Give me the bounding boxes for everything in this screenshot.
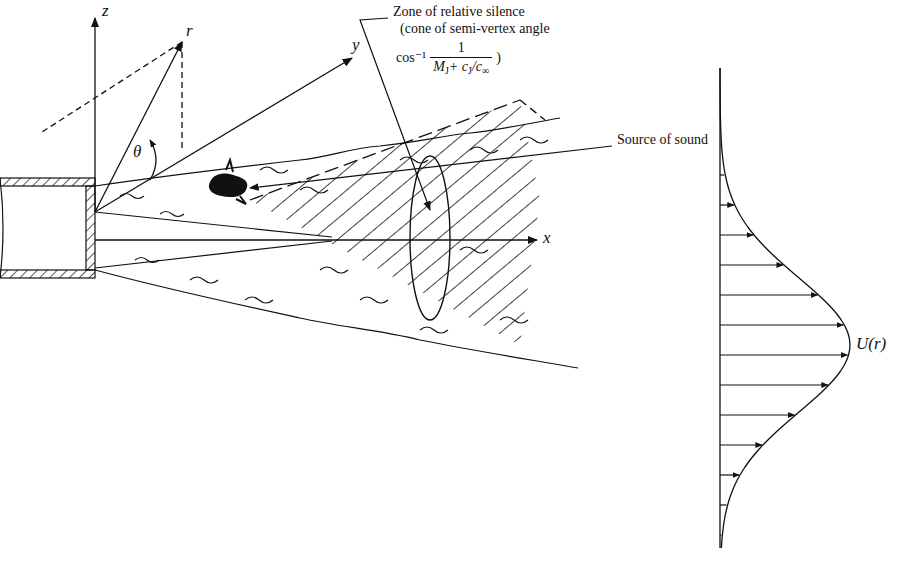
angle-label: θ xyxy=(133,143,141,162)
formula-text: cos⁻¹ xyxy=(396,49,426,66)
velocity-arrow xyxy=(720,234,753,235)
formula-text: ) xyxy=(496,50,501,66)
formula-term: + c xyxy=(449,59,468,75)
control-surface xyxy=(410,156,450,320)
jet-plume xyxy=(95,118,578,368)
leader-lines xyxy=(250,18,612,210)
profile-curve xyxy=(720,68,850,548)
callout-label: Zone of relative silence xyxy=(393,4,525,19)
formula-term: J xyxy=(468,65,472,76)
formula-term: /c xyxy=(472,59,482,75)
velocity-arrow xyxy=(720,534,721,535)
velocity-profile xyxy=(719,68,850,548)
velocity-arrow xyxy=(720,264,783,265)
callout-note: (cone of semi-vertex angle xyxy=(400,21,550,36)
axis-label: z xyxy=(102,2,109,21)
formula-term: M xyxy=(433,59,445,75)
velocity-arrow xyxy=(720,354,848,355)
callout-label: Source of sound xyxy=(617,132,708,147)
velocity-arrow xyxy=(720,444,762,445)
velocity-arrow xyxy=(720,474,739,475)
velocity-arrow xyxy=(720,174,724,175)
formula: cos⁻¹1MJ+ cJ/c∞) xyxy=(396,40,501,75)
axis-label: r xyxy=(186,22,193,41)
nozzle xyxy=(0,178,95,278)
axis-label: x xyxy=(543,229,551,248)
axes xyxy=(42,18,537,240)
silence-zone xyxy=(250,100,545,345)
formula-denominator: MJ+ cJ/c∞ xyxy=(430,57,492,75)
velocity-arrow xyxy=(720,384,828,385)
velocity-arrow xyxy=(719,144,721,145)
velocity-arrow xyxy=(718,84,720,85)
velocity-arrow xyxy=(719,114,721,115)
formula-term: J xyxy=(445,65,449,76)
formula-numerator: 1 xyxy=(454,40,469,57)
axis-label: y xyxy=(352,36,360,55)
velocity-arrow xyxy=(720,414,795,415)
formula-term: ∞ xyxy=(482,65,489,76)
sound-source xyxy=(209,160,247,204)
velocity-arrow xyxy=(720,324,843,325)
velocity-arrow xyxy=(720,504,727,505)
fraction: 1MJ+ cJ/c∞ xyxy=(430,40,492,75)
velocity-arrow xyxy=(720,294,818,295)
velocity-arrow xyxy=(720,204,734,205)
profile-label: U(r) xyxy=(856,335,886,354)
